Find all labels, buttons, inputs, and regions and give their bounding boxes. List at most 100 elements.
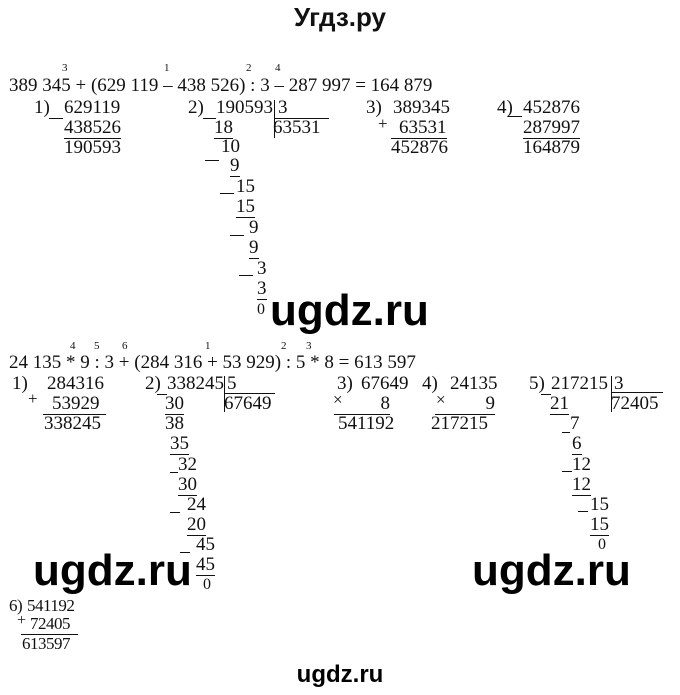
division-line: 9 [249, 237, 259, 259]
division-line: 7 [570, 413, 580, 434]
minus-sign [541, 394, 551, 395]
watermark: ugdz.ru [472, 546, 631, 595]
operand-b: 53929 [43, 394, 106, 415]
minus-sign [180, 552, 190, 553]
division-line: 3 [257, 278, 267, 300]
multiply-sign: × [333, 390, 343, 409]
division-remainder: 0 [598, 536, 606, 553]
result: 338245 [44, 413, 101, 434]
minus-sign [220, 193, 234, 194]
division-bar [611, 376, 612, 412]
division-line: 21 [550, 393, 569, 415]
division-line: 6 [572, 433, 582, 455]
watermark: ugdz.ru [33, 546, 192, 595]
order-mark: 4 [275, 62, 281, 74]
order-mark: 2 [246, 62, 252, 74]
result: 190593 [64, 137, 121, 158]
minus-sign [157, 394, 167, 395]
step-label: 2) [145, 373, 161, 394]
minus-sign [230, 235, 244, 236]
division-line: 9 [230, 155, 240, 177]
multiply-sign: × [436, 390, 446, 409]
divisor-line [225, 393, 275, 394]
division-line: 30 [178, 474, 197, 496]
division-line: 38 [165, 413, 184, 434]
operand-a: 452876 [523, 97, 580, 118]
dividend: 190593 [216, 97, 273, 118]
division-bar [224, 376, 225, 412]
step-label: 3) [337, 373, 353, 394]
order-mark: 2 [281, 340, 287, 352]
operand-a: 24135 [450, 373, 498, 394]
minus-sign [205, 160, 219, 161]
expression: 389 345 + (629 119 – 438 526) : 3 – 287 … [9, 75, 433, 96]
minus-sign [508, 116, 522, 117]
operand-b: 9 [435, 394, 495, 415]
division-line: 45 [196, 554, 215, 576]
step-label: 4) [422, 373, 438, 394]
result: 541192 [338, 413, 395, 434]
footer-watermark: ugdz.ru [296, 661, 384, 688]
division-line: 24 [187, 494, 206, 515]
division-line: 12 [572, 454, 591, 475]
division-line: 45 [196, 534, 215, 555]
order-mark: 3 [62, 62, 68, 74]
plus-sign: + [17, 612, 27, 629]
dividend: 338245 [167, 373, 224, 394]
divisor-line [275, 118, 329, 119]
quotient: 72405 [611, 393, 659, 414]
division-line: 15 [236, 196, 255, 218]
minus-sign [203, 118, 216, 119]
operand-a: 629119 [64, 97, 121, 118]
division-line: 12 [572, 474, 591, 496]
division-line: 35 [170, 433, 189, 455]
order-mark: 6 [122, 340, 128, 352]
site-title: Угдз.ру [294, 2, 386, 32]
division-line: 9 [249, 217, 259, 238]
order-mark: 4 [70, 340, 76, 352]
quotient: 63531 [273, 117, 321, 138]
division-line: 18 [214, 117, 233, 139]
minus-sign [239, 275, 253, 276]
order-mark: 1 [164, 62, 170, 74]
division-line: 32 [178, 454, 197, 475]
step-label: 5) [529, 373, 545, 394]
result: 217215 [431, 413, 488, 434]
division-line: 15 [236, 176, 255, 197]
dividend: 217215 [551, 373, 608, 394]
operand-a: 389345 [393, 97, 450, 118]
minus-sign [49, 118, 63, 119]
divisor: 5 [227, 373, 237, 394]
division-line: 15 [590, 514, 609, 536]
operand-a: 67649 [361, 373, 409, 394]
order-mark: 3 [306, 340, 312, 352]
division-line: 3 [257, 258, 267, 279]
minus-sign [170, 512, 180, 513]
operand-b: 8 [334, 394, 390, 415]
operand-b: 72405 [21, 614, 78, 635]
step-label: 1) [12, 373, 28, 394]
division-line: 20 [187, 514, 206, 536]
step-label: 1) [34, 97, 50, 118]
operand-a: 284316 [47, 373, 104, 394]
divisor-line [612, 392, 663, 393]
step-label: 2) [188, 97, 204, 118]
minus-sign [562, 432, 570, 433]
operand-b: 438526 [64, 117, 121, 139]
expression: 24 135 * 9 : 3 + (284 316 + 53 929) : 5 … [9, 352, 416, 373]
result: 452876 [391, 137, 448, 158]
operand-b: 287997 [523, 117, 580, 139]
operand-a: 541192 [27, 596, 75, 615]
result: 613597 [22, 634, 71, 653]
minus-sign [578, 511, 588, 512]
minus-sign [562, 471, 572, 472]
quotient: 67649 [224, 393, 272, 414]
result: 164879 [523, 137, 580, 158]
divisor: 3 [614, 373, 624, 394]
division-line: 15 [590, 494, 609, 515]
division-bar [274, 100, 275, 138]
step-label: 4) [497, 97, 513, 118]
division-remainder: 0 [257, 301, 265, 318]
divisor: 3 [278, 97, 288, 118]
order-mark: 1 [205, 340, 211, 352]
